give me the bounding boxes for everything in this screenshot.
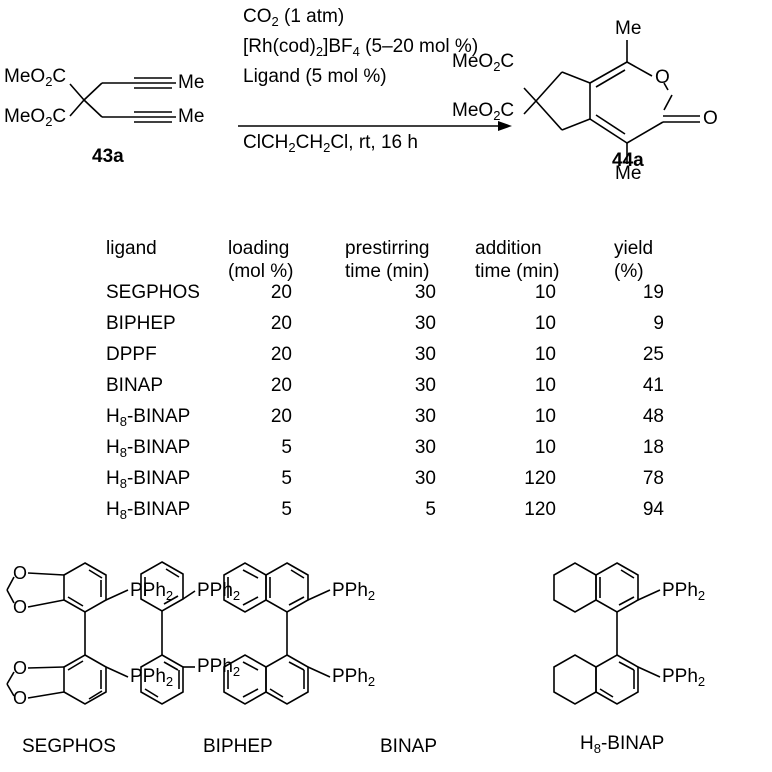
biphep-structure — [140, 561, 196, 705]
table-cell: 41 — [642, 375, 664, 396]
product-label: 44a — [612, 150, 644, 171]
binap-pph2-bottom: PPh2 — [332, 666, 376, 689]
segphos-pph2-top: PPh2 — [130, 580, 174, 603]
condition-ligand: Ligand (5 mol %) — [243, 66, 387, 87]
header-yield: yield — [614, 238, 654, 259]
table-cell-ligand: BINAP — [106, 375, 164, 396]
ligand-name-h8-binap: H8-BINAP — [580, 733, 665, 756]
segphos-o: O — [13, 597, 28, 617]
table-cell-ligand: SEGPHOS — [106, 282, 200, 303]
table-cell: 94 — [642, 499, 664, 520]
h8-binap-structure — [553, 562, 661, 705]
table-cell: 120 — [524, 468, 556, 489]
product-ester-top: MeO2C — [452, 51, 515, 74]
condition-catalyst: [Rh(cod)2]BF4 (5–20 mol %) — [243, 36, 479, 59]
segphos-structure — [6, 562, 129, 705]
header-loading-unit: (mol %) — [228, 261, 294, 282]
h8binap-pph2-bottom: PPh2 — [662, 666, 706, 689]
condition-solvent: ClCH2CH2Cl, rt, 16 h — [243, 132, 418, 155]
table-cell: 10 — [534, 344, 556, 365]
table-cell: 20 — [270, 344, 292, 365]
table-cell: 30 — [414, 437, 436, 458]
ligand-name-binap: BINAP — [380, 736, 438, 757]
table-cell: 9 — [653, 313, 664, 334]
table-cell: 20 — [270, 375, 292, 396]
h8binap-pph2-top: PPh2 — [662, 580, 706, 603]
condition-co2: CO2 (1 atm) — [243, 6, 345, 29]
table-cell: 5 — [281, 468, 292, 489]
substrate-me-bottom: Me — [178, 106, 205, 127]
header-prestirring-unit: time (min) — [345, 261, 430, 282]
table-cell: 25 — [642, 344, 664, 365]
segphos-o: O — [13, 563, 28, 583]
product-me-top: Me — [615, 18, 642, 39]
table-cell-ligand: H8-BINAP — [106, 437, 191, 460]
header-prestirring: prestirring — [345, 238, 430, 259]
substrate-43a-bonds — [69, 77, 176, 123]
table-cell-ligand: BIPHEP — [106, 313, 176, 334]
table-cell-ligand: H8-BINAP — [106, 499, 191, 522]
table-cell: 10 — [534, 406, 556, 427]
substrate-ester-bottom: MeO2C — [4, 106, 67, 129]
table-cell: 30 — [414, 468, 436, 489]
ligand-name-biphep: BIPHEP — [203, 736, 273, 757]
segphos-o: O — [13, 658, 28, 678]
table-cell: 20 — [270, 282, 292, 303]
table-cell: 20 — [270, 406, 292, 427]
ligand-name-segphos: SEGPHOS — [22, 736, 116, 757]
table-cell-ligand: H8-BINAP — [106, 406, 191, 429]
binap-structure — [223, 562, 331, 705]
table-cell: 18 — [642, 437, 664, 458]
table-cell: 10 — [534, 313, 556, 334]
table-cell: 5 — [281, 437, 292, 458]
table-cell: 30 — [414, 344, 436, 365]
product-ring-oxygen: O — [655, 67, 670, 88]
segphos-pph2-bottom: PPh2 — [130, 666, 174, 689]
product-ester-bottom: MeO2C — [452, 100, 515, 123]
table-cell: 10 — [534, 375, 556, 396]
table-cell: 5 — [281, 499, 292, 520]
table-cell: 10 — [534, 437, 556, 458]
table-cell: 30 — [414, 313, 436, 334]
reaction-arrow — [238, 121, 512, 131]
biphep-pph2-top: PPh2 — [197, 580, 241, 603]
biphep-pph2-bottom: PPh2 — [197, 656, 241, 679]
segphos-o: O — [13, 688, 28, 708]
table-cell: 30 — [414, 406, 436, 427]
substrate-ester-top: MeO2C — [4, 66, 67, 89]
header-ligand: ligand — [106, 238, 157, 259]
substrate-label: 43a — [92, 146, 124, 167]
product-44a-bonds — [523, 40, 700, 164]
table-cell: 19 — [642, 282, 664, 303]
table-cell: 10 — [534, 282, 556, 303]
table-cell-ligand: H8-BINAP — [106, 468, 191, 491]
header-addition: addition — [475, 238, 542, 259]
binap-pph2-top: PPh2 — [332, 580, 376, 603]
header-yield-unit: (%) — [614, 261, 644, 282]
table-cell: 30 — [414, 282, 436, 303]
product-carbonyl-oxygen: O — [703, 108, 718, 129]
table-cell: 20 — [270, 313, 292, 334]
header-loading: loading — [228, 238, 290, 259]
table-cell: 48 — [642, 406, 664, 427]
product-me-bottom: Me — [615, 163, 642, 184]
table-cell: 78 — [642, 468, 664, 489]
table-cell: 120 — [524, 499, 556, 520]
header-addition-unit: time (min) — [475, 261, 560, 282]
table-cell-ligand: DPPF — [106, 344, 157, 365]
table-cell: 5 — [425, 499, 436, 520]
substrate-me-top: Me — [178, 72, 205, 93]
table-cell: 30 — [414, 375, 436, 396]
